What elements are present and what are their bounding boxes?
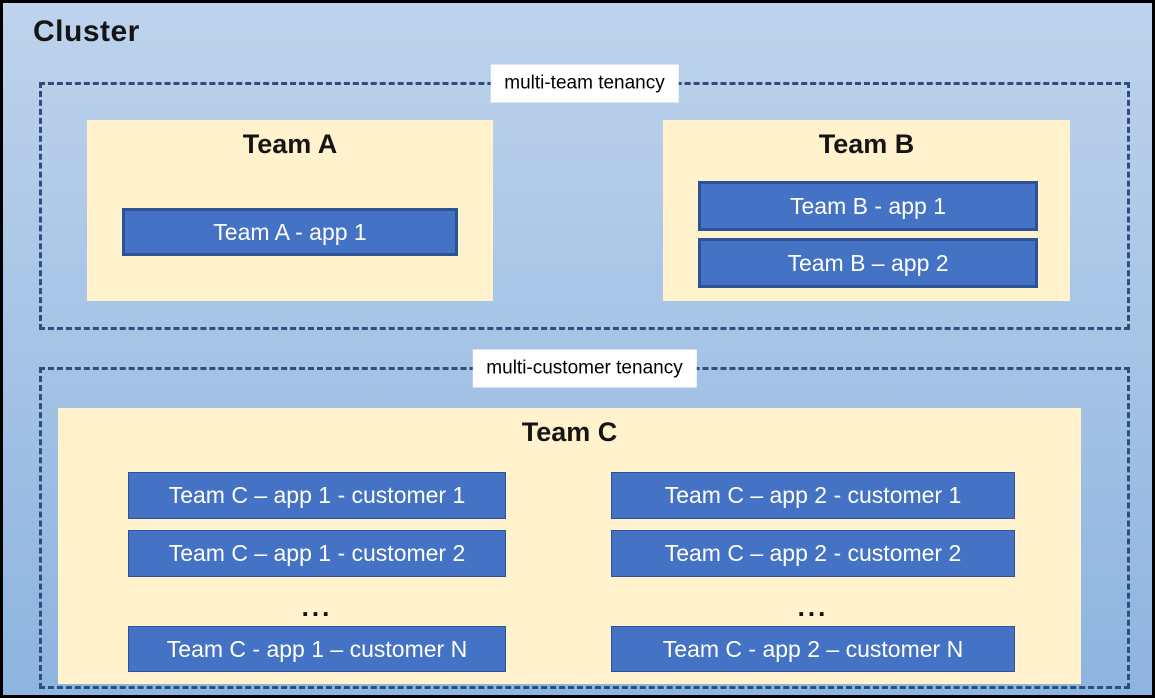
team-a-app-1-box: Team A - app 1 [122,208,458,256]
team-a-box: Team A Team A - app 1 [87,120,493,301]
team-c-app-1-column: Team C – app 1 - customer 1 Team C – app… [128,472,506,672]
team-c-box: Team C Team C – app 1 - customer 1 Team … [58,408,1081,684]
multi-team-tenancy-label: multi-team tenancy [490,64,679,103]
cluster-title: Cluster [33,15,140,48]
team-c-app1-customer-2-box: Team C – app 1 - customer 2 [128,530,506,577]
team-c-app1-customer-n-box: Team C - app 1 – customer N [128,626,506,672]
multi-team-tenancy-region: multi-team tenancy [39,64,1130,330]
team-b-title: Team B [818,129,915,159]
team-c-app1-customer-1-box: Team C – app 1 - customer 1 [128,472,506,519]
team-b-app-2-box: Team B – app 2 [698,238,1038,288]
multi-customer-tenancy-region: multi-customer tenancy [39,349,1130,689]
team-c-app-2-column: Team C – app 2 - customer 1 Team C – app… [611,472,1015,672]
team-a-title: Team A [242,129,338,159]
team-b-box: Team B Team B - app 1 Team B – app 2 [663,120,1070,301]
team-c-app1-ellipsis: ... [301,591,333,622]
team-c-app2-customer-2-box: Team C – app 2 - customer 2 [611,530,1015,577]
team-c-title: Team C [521,417,618,447]
team-c-app2-customer-1-box: Team C – app 2 - customer 1 [611,472,1015,519]
multi-customer-tenancy-label: multi-customer tenancy [472,349,697,388]
team-b-app-1-box: Team B - app 1 [698,181,1038,231]
team-c-app2-ellipsis: ... [797,591,829,622]
team-c-app2-customer-n-box: Team C - app 2 – customer N [611,626,1015,672]
